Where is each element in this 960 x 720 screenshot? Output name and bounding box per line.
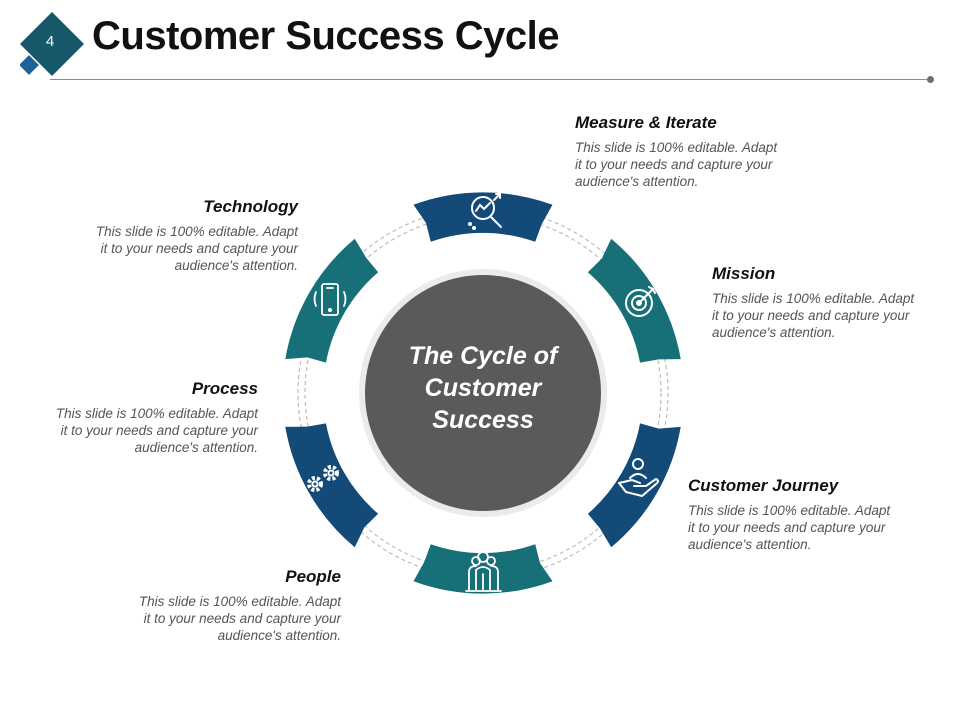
block-customer-journey-desc: This slide is 100% editable. Adapt it to… <box>688 502 938 553</box>
block-measure-title: Measure & Iterate <box>575 113 717 132</box>
center-title-line-2: Customer <box>424 374 542 402</box>
block-process-line-3: audience's attention. <box>134 440 258 455</box>
segment-people <box>413 544 553 594</box>
center-title-line-3: Success <box>432 406 534 434</box>
group-icon <box>465 551 502 592</box>
target-icon <box>625 286 656 317</box>
page-number: 4 <box>45 33 55 50</box>
block-technology-line-3: audience's attention. <box>174 258 298 273</box>
block-customer-journey-title: Customer Journey <box>688 476 839 495</box>
block-people-title: People <box>285 567 341 586</box>
block-people-line-1: This slide is 100% editable. Adapt <box>138 594 341 609</box>
header-divider-dot <box>927 76 934 83</box>
block-customer-journey-line-3: audience's attention. <box>688 537 812 552</box>
block-measure: Measure & Iterate This slide is 100% edi… <box>575 113 815 190</box>
center-title-line-1: The Cycle of <box>408 342 558 370</box>
block-technology: Technology This slide is 100% editable. … <box>57 197 298 274</box>
block-mission-desc: This slide is 100% editable. Adapt it to… <box>712 290 952 341</box>
block-technology-line-1: This slide is 100% editable. Adapt <box>95 224 298 239</box>
block-mission-line-1: This slide is 100% editable. Adapt <box>712 291 915 306</box>
block-process: Process This slide is 100% editable. Ada… <box>17 379 258 456</box>
block-customer-journey-line-2: it to your needs and capture your <box>688 520 886 535</box>
gears-icon <box>307 465 339 492</box>
block-customer-journey: Customer Journey This slide is 100% edit… <box>688 476 938 553</box>
smartphone-icon <box>313 283 347 316</box>
page-title: Customer Success Cycle <box>92 14 560 58</box>
block-measure-desc: This slide is 100% editable. Adapt it to… <box>575 139 815 190</box>
block-process-title: Process <box>191 379 258 398</box>
block-people-desc: This slide is 100% editable. Adapt it to… <box>100 593 341 644</box>
dashed-ring-inner <box>304 214 662 572</box>
block-technology-line-2: it to your needs and capture your <box>100 241 298 256</box>
hand-person-icon <box>618 458 659 497</box>
segment-mission <box>587 238 681 363</box>
center-circle <box>365 275 601 511</box>
segment-technology <box>285 238 379 363</box>
block-measure-line-2: it to your needs and capture your <box>575 157 773 172</box>
block-people-line-2: it to your needs and capture your <box>143 611 341 626</box>
block-people: People This slide is 100% editable. Adap… <box>100 567 341 644</box>
block-customer-journey-line-1: This slide is 100% editable. Adapt <box>688 503 891 518</box>
block-process-line-2: it to your needs and capture your <box>60 423 258 438</box>
segment-process <box>285 423 379 548</box>
center-title: The Cycle of Customer Success <box>368 340 598 436</box>
segment-measure <box>413 192 553 242</box>
block-people-line-3: audience's attention. <box>217 628 341 643</box>
block-mission-title: Mission <box>712 264 776 283</box>
header-divider <box>50 79 930 80</box>
block-technology-title: Technology <box>203 197 298 216</box>
block-measure-line-1: This slide is 100% editable. Adapt <box>575 140 778 155</box>
block-mission-line-3: audience's attention. <box>712 325 836 340</box>
block-process-desc: This slide is 100% editable. Adapt it to… <box>17 405 258 456</box>
block-measure-line-3: audience's attention. <box>575 174 699 189</box>
block-mission: Mission This slide is 100% editable. Ada… <box>712 264 952 341</box>
block-process-line-1: This slide is 100% editable. Adapt <box>55 406 258 421</box>
search-analytics-icon <box>468 193 502 230</box>
page-number-badge <box>20 12 84 76</box>
block-technology-desc: This slide is 100% editable. Adapt it to… <box>57 223 298 274</box>
block-mission-line-2: it to your needs and capture your <box>712 308 910 323</box>
